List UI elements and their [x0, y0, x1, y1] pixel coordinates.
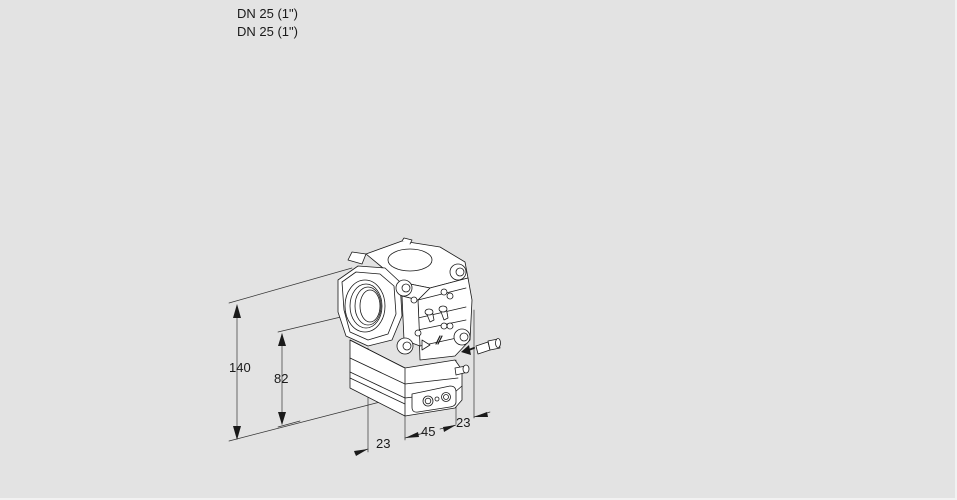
arrow-left-icon — [461, 345, 475, 355]
frame-edge-right — [955, 0, 957, 500]
side-port-fitting — [454, 364, 470, 376]
dim-width-front: 45 — [421, 424, 435, 439]
title-block: DN 25 (1") DN 25 (1") — [237, 5, 298, 41]
dim-inlet-center-height: 82 — [274, 371, 288, 386]
test-nipples — [424, 305, 449, 323]
pressure-connector — [475, 338, 501, 355]
regulator-housing — [349, 339, 463, 417]
slash-mark-icon — [435, 335, 443, 345]
dim-depth-right: 23 — [456, 415, 470, 430]
triangle-right-icon — [421, 339, 431, 351]
bolt-heads — [395, 263, 471, 355]
nominal-size-label-1: DN 25 (1") — [237, 6, 298, 21]
frame-edge-bottom — [0, 498, 957, 500]
nominal-size-label-2: DN 25 (1") — [237, 24, 298, 39]
dim-depth-left: 23 — [376, 436, 390, 451]
dimension-arrowheads — [233, 304, 488, 456]
valve-body — [337, 237, 473, 361]
dim-overall-height: 140 — [229, 360, 251, 375]
